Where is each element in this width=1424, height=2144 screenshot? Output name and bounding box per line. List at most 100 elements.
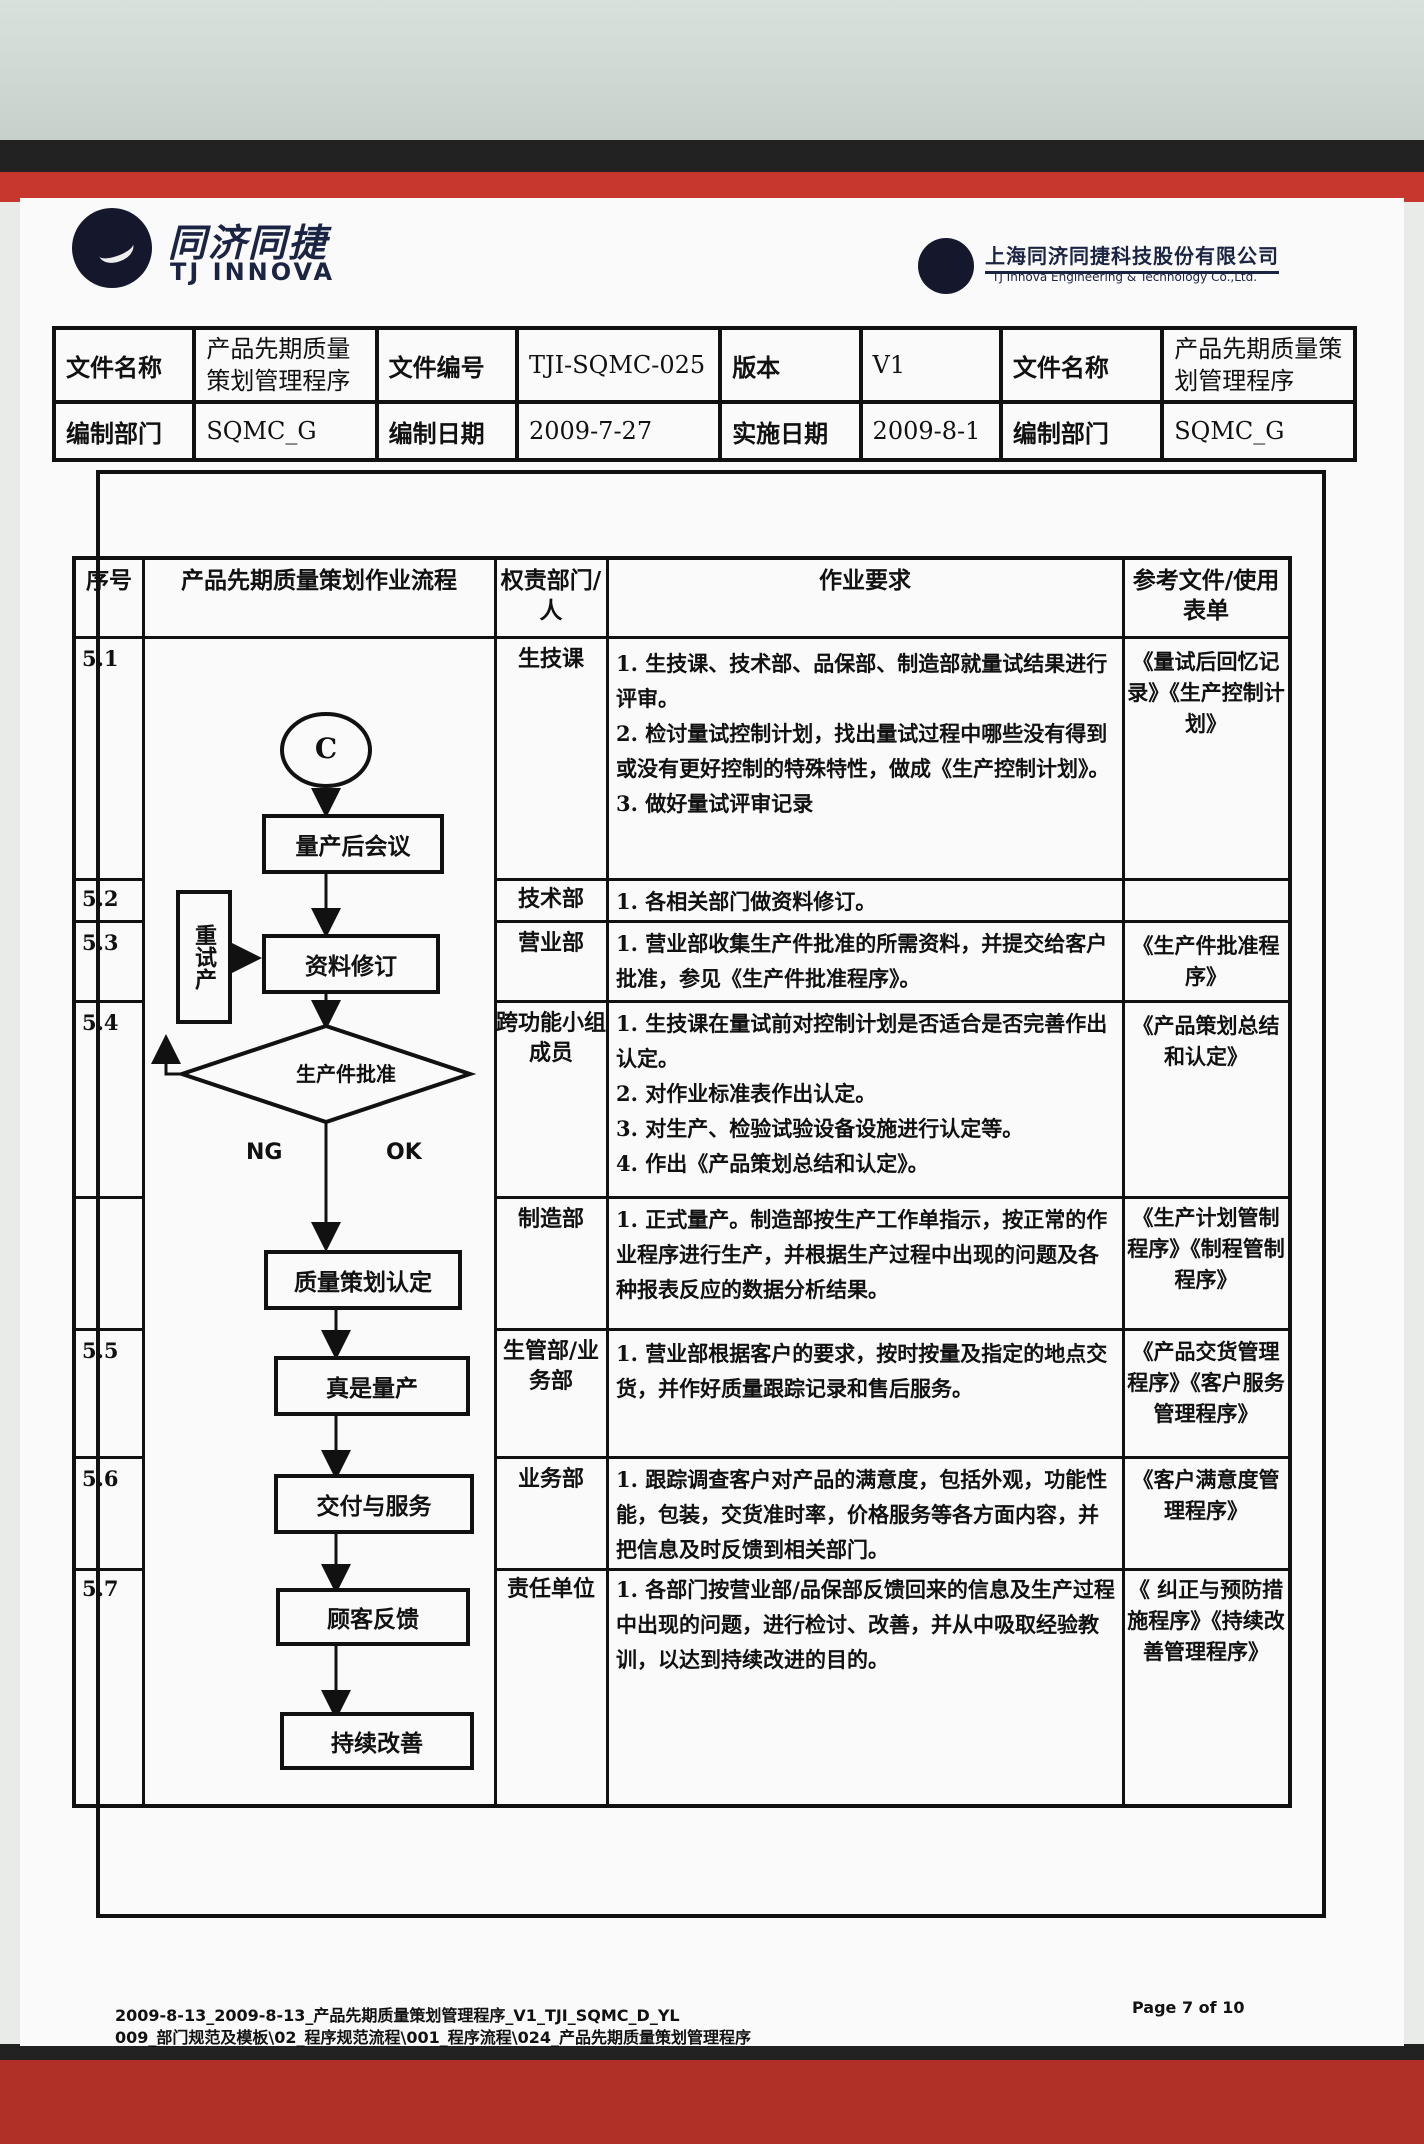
step-mass-production: 真是量产 <box>274 1356 470 1416</box>
dept-row-7: 业务部 <box>517 1466 584 1492</box>
req-row-8: 1. 各部门按营业部/品保部反馈回来的信息及生产过程中出现的问题，进行检讨、改善… <box>616 1577 1115 1672</box>
ref-row-1: 《量试后回忆记录》《生产控制计划》 <box>1127 649 1285 736</box>
process-table: 序号 产品先期质量策划作业流程 权责部门/人 作业要求 参考文件/使用表单 5.… <box>72 556 1292 1808</box>
brand-name-en: TJ INNOVA <box>170 258 336 286</box>
row-divider <box>494 1456 1288 1459</box>
page-number: Page 7 of 10 <box>1132 1998 1245 2017</box>
req-item: 1. 生技课在量试前对控制计划是否适合是否完善作出认定。 <box>616 1011 1108 1071</box>
seq-5-4: 5.4 <box>82 1010 119 1035</box>
col-divider <box>1122 560 1125 1804</box>
header-seq: 序号 <box>86 567 132 594</box>
row-divider <box>76 1196 142 1199</box>
footer-line-2: 009_部门规范及模板\02_程序规范流程\001_程序流程\024_产品先期质… <box>115 2028 751 2047</box>
value-version: V1 <box>858 326 1003 404</box>
flowchart <box>151 712 477 1720</box>
row-divider <box>494 1196 1288 1199</box>
req-row-1: 1. 生技课、技术部、品保部、制造部就量试结果进行评审。 2. 检讨量试控制计划… <box>616 646 1116 821</box>
row-divider <box>76 1000 142 1003</box>
col-divider <box>606 560 609 1804</box>
seq-5-1: 5.1 <box>82 646 119 671</box>
req-item: 1. 生技课、技术部、品保部、制造部就量试结果进行评审。 <box>616 651 1108 711</box>
label-dept: 编制部门 <box>51 400 197 462</box>
step-customer-feedback: 顾客反馈 <box>276 1588 470 1646</box>
frame-red-top <box>0 172 1424 202</box>
ref-row-5: 《生产计划管制程序》《制程管制程序》 <box>1127 1205 1285 1292</box>
req-item: 2. 对作业标准表作出认定。 <box>616 1081 877 1106</box>
seq-5-6: 5.6 <box>82 1466 119 1491</box>
ref-row-4: 《产品策划总结和认定》 <box>1132 1013 1280 1069</box>
seq-5-3: 5.3 <box>82 930 119 955</box>
req-item: 4. 作出《产品策划总结和认定》。 <box>616 1151 929 1176</box>
row-divider <box>76 878 142 881</box>
label-effective-date: 实施日期 <box>718 400 863 462</box>
seq-5-2: 5.2 <box>82 886 119 911</box>
req-row-6: 1. 营业部根据客户的要求，按时按量及指定的地点交货，并作好质量跟踪记录和售后服… <box>616 1341 1108 1401</box>
step-mass-production-meeting: 量产后会议 <box>262 814 444 874</box>
row-divider <box>76 920 142 923</box>
header-flow: 产品先期质量策划作业流程 <box>181 567 457 594</box>
right-logo-icon <box>918 238 974 294</box>
label-version: 版本 <box>718 326 863 404</box>
dept-row-5: 制造部 <box>517 1206 584 1232</box>
row-divider <box>494 878 1288 881</box>
dept-row-6: 生管部/业务部 <box>502 1338 600 1394</box>
value-doc-name-2: 产品先期质量策划管理程序 <box>1160 326 1357 404</box>
dept-row-1: 生技课 <box>517 646 584 672</box>
ref-row-6: 《产品交货管理程序》《客户服务管理程序》 <box>1127 1339 1285 1426</box>
seq-5-5: 5.5 <box>82 1338 119 1363</box>
dept-row-8: 责任单位 <box>506 1576 595 1602</box>
step-delivery-service: 交付与服务 <box>274 1474 474 1534</box>
req-row-7: 1. 跟踪调查客户对产品的满意度，包括外观，功能性能，包装，交货准时率，价格服务… <box>616 1467 1108 1562</box>
document-page <box>20 198 1404 2046</box>
header-divider <box>76 636 1288 639</box>
company-logo-icon <box>72 208 152 288</box>
frame-bottom <box>0 2044 1424 2064</box>
value-date: 2009-7-27 <box>514 400 723 462</box>
connector-label: C <box>314 732 338 765</box>
ng-label: NG <box>246 1140 283 1165</box>
row-divider <box>76 1456 142 1459</box>
req-item: 3. 对生产、检验试验设备设施进行认定等。 <box>616 1116 1024 1141</box>
step-continuous-improvement: 持续改善 <box>280 1712 474 1770</box>
ok-label: OK <box>386 1140 422 1165</box>
ng-arrow <box>151 1034 182 1076</box>
decision-label: 生产件批准 <box>296 1062 396 1086</box>
dept-row-4: 跨功能小组成员 <box>496 1010 607 1066</box>
right-brand-en: TJ Innova Engineering & Technology Co.,L… <box>992 270 1258 284</box>
label-doc-number: 文件编号 <box>374 326 519 404</box>
header-dept: 权责部门/人 <box>500 567 602 624</box>
label-doc-name-2: 文件名称 <box>998 326 1165 404</box>
right-brand-cn: 上海同济同捷科技股份有限公司 <box>985 240 1279 274</box>
value-dept: SQMC_G <box>192 400 379 462</box>
req-item: 3. 做好量试评审记录 <box>616 791 814 816</box>
dept-row-2: 技术部 <box>517 886 584 912</box>
header-req: 作业要求 <box>819 567 911 594</box>
frame-red-bottom <box>0 2060 1424 2144</box>
value-doc-name: 产品先期质量策划管理程序 <box>192 326 379 404</box>
content-frame <box>96 470 1326 1918</box>
value-effective-date: 2009-8-1 <box>858 400 1003 462</box>
row-divider <box>76 1568 142 1571</box>
ref-row-3: 《生产件批准程序》 <box>1132 933 1280 989</box>
seq-5-7: 5.7 <box>82 1576 119 1601</box>
label-dept-2: 编制部门 <box>998 400 1165 462</box>
row-divider <box>494 920 1288 923</box>
label-doc-name: 文件名称 <box>51 326 197 404</box>
ref-row-8: 《 纠正与预防措施程序》《持续改善管理程序》 <box>1127 1577 1285 1664</box>
col-divider <box>494 560 497 1804</box>
dept-row-3: 营业部 <box>517 930 584 956</box>
col-divider <box>142 560 145 1804</box>
brand-name-cn: 同济同捷 <box>168 221 329 265</box>
info-row-2: 编制部门 SQMC_G 编制日期 2009-7-27 实施日期 2009-8-1… <box>51 400 1357 462</box>
step-retrial: 重试产 <box>176 890 232 1024</box>
header-ref: 参考文件/使用表单 <box>1132 567 1280 624</box>
row-divider <box>76 1328 142 1331</box>
row-divider <box>494 1000 1288 1003</box>
req-row-5: 1. 正式量产。制造部按生产工作单指示，按正常的作业程序进行生产，并根据生产过程… <box>616 1207 1108 1302</box>
step-document-revision: 资料修订 <box>262 934 440 994</box>
label-date: 编制日期 <box>374 400 519 462</box>
document-info-table: 文件名称 产品先期质量策划管理程序 文件编号 TJI-SQMC-025 版本 V… <box>51 326 1357 462</box>
ref-row-7: 《客户满意度管理程序》 <box>1132 1467 1280 1523</box>
row-divider <box>494 1328 1288 1331</box>
value-doc-number: TJI-SQMC-025 <box>514 326 723 404</box>
